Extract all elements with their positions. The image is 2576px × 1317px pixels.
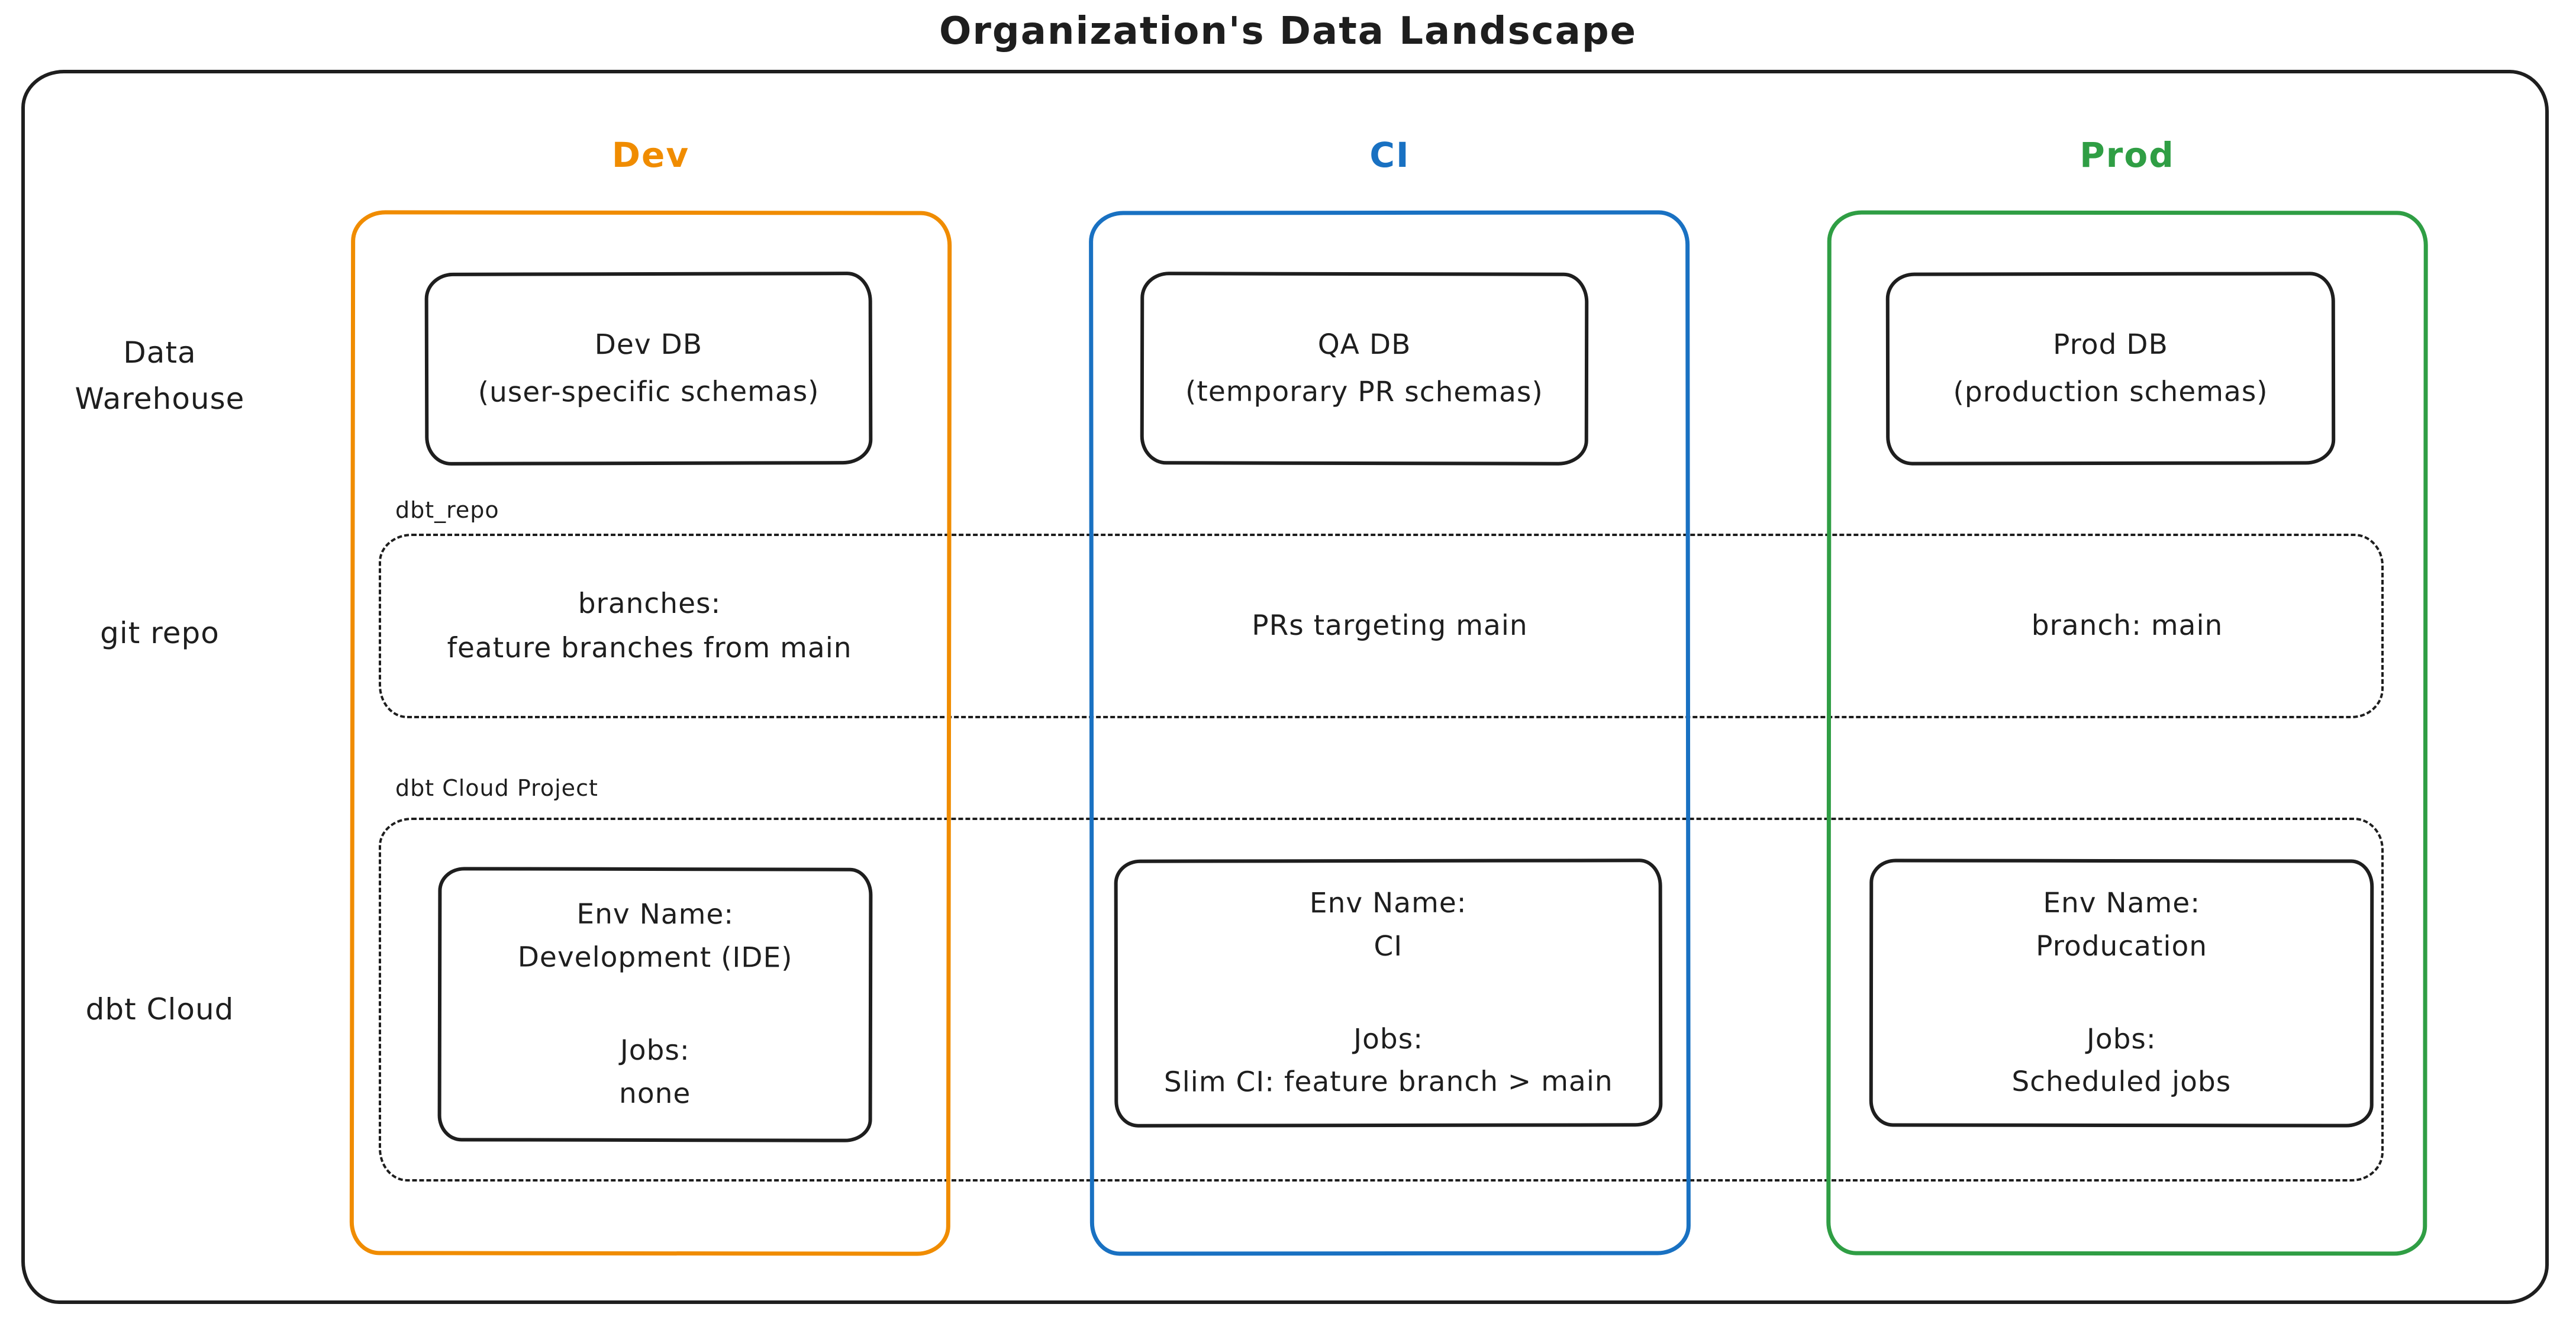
- prod-db-box: Prod DB (production schemas): [1885, 272, 2336, 466]
- ci-jobs-value: Slim CI: feature branch > main: [1163, 1065, 1613, 1099]
- ci-env-name-group: Env Name: CI: [1310, 882, 1467, 969]
- dev-jobs-label: Jobs:: [620, 1034, 690, 1067]
- dev-env-name-group: Env Name: Development (IDE): [518, 893, 793, 980]
- dev-git-line2: feature branches from main: [447, 632, 852, 664]
- dev-db-title: Dev DB: [594, 328, 703, 361]
- dbt-repo-label: dbt_repo: [395, 497, 499, 523]
- row-label-data-warehouse: Data Warehouse: [41, 330, 278, 422]
- row-label-data-warehouse-line2: Warehouse: [75, 381, 245, 416]
- prod-env-name-group: Env Name: Producation: [2036, 882, 2207, 969]
- dev-env-name-value: Development (IDE): [517, 941, 793, 974]
- prod-git-line1: branch: main: [2031, 609, 2223, 643]
- column-header-dev: Dev: [611, 135, 690, 175]
- prod-jobs-value: Scheduled jobs: [2011, 1066, 2232, 1099]
- qa-db-subtitle: (temporary PR schemas): [1185, 375, 1543, 409]
- dev-db-subtitle: (user-specific schemas): [478, 375, 820, 409]
- prod-db-subtitle: (production schemas): [1953, 375, 2268, 409]
- prod-git-text: branch: main: [1827, 534, 2427, 718]
- dev-env-name-label: Env Name:: [576, 898, 734, 931]
- dev-git-text: branches: feature branches from main: [379, 534, 920, 718]
- prod-jobs-label: Jobs:: [2086, 1022, 2156, 1055]
- dbt-cloud-project-label: dbt Cloud Project: [395, 775, 598, 801]
- dev-environment-box: Env Name: Development (IDE) Jobs: none: [437, 867, 873, 1142]
- diagram-title: Organization's Data Landscape: [939, 9, 1637, 53]
- ci-git-line1: PRs targeting main: [1252, 609, 1528, 643]
- row-label-data-warehouse-line1: Data: [123, 335, 196, 370]
- column-header-prod: Prod: [2080, 135, 2175, 175]
- dev-jobs-group: Jobs: none: [619, 1029, 691, 1116]
- ci-jobs-group: Jobs: Slim CI: feature branch > main: [1164, 1018, 1613, 1105]
- dev-git-line1: branches:: [578, 587, 721, 620]
- row-label-dbt-cloud: dbt Cloud: [85, 992, 234, 1027]
- dev-db-box: Dev DB (user-specific schemas): [424, 272, 873, 466]
- qa-db-title: QA DB: [1317, 328, 1411, 361]
- prod-env-name-label: Env Name:: [2043, 886, 2201, 919]
- prod-jobs-group: Jobs: Scheduled jobs: [2011, 1018, 2231, 1104]
- column-header-ci: CI: [1369, 135, 1410, 175]
- ci-git-text: PRs targeting main: [1089, 534, 1690, 718]
- prod-env-name-value: Producation: [2036, 929, 2208, 963]
- row-label-git-repo: git repo: [100, 616, 220, 650]
- git-repo-dashed-band: [379, 534, 2384, 718]
- prod-environment-box: Env Name: Producation Jobs: Scheduled jo…: [1869, 858, 2374, 1128]
- ci-env-name-label: Env Name:: [1309, 886, 1467, 920]
- ci-environment-box: Env Name: CI Jobs: Slim CI: feature bran…: [1114, 858, 1663, 1128]
- dev-jobs-value: none: [619, 1077, 691, 1110]
- ci-env-name-value: CI: [1374, 929, 1403, 963]
- prod-db-title: Prod DB: [2052, 328, 2168, 361]
- landscape-container: [21, 70, 2549, 1304]
- dbt-cloud-dashed-band: [379, 818, 2384, 1182]
- ci-jobs-label: Jobs:: [1353, 1022, 1424, 1055]
- qa-db-box: QA DB (temporary PR schemas): [1140, 272, 1589, 466]
